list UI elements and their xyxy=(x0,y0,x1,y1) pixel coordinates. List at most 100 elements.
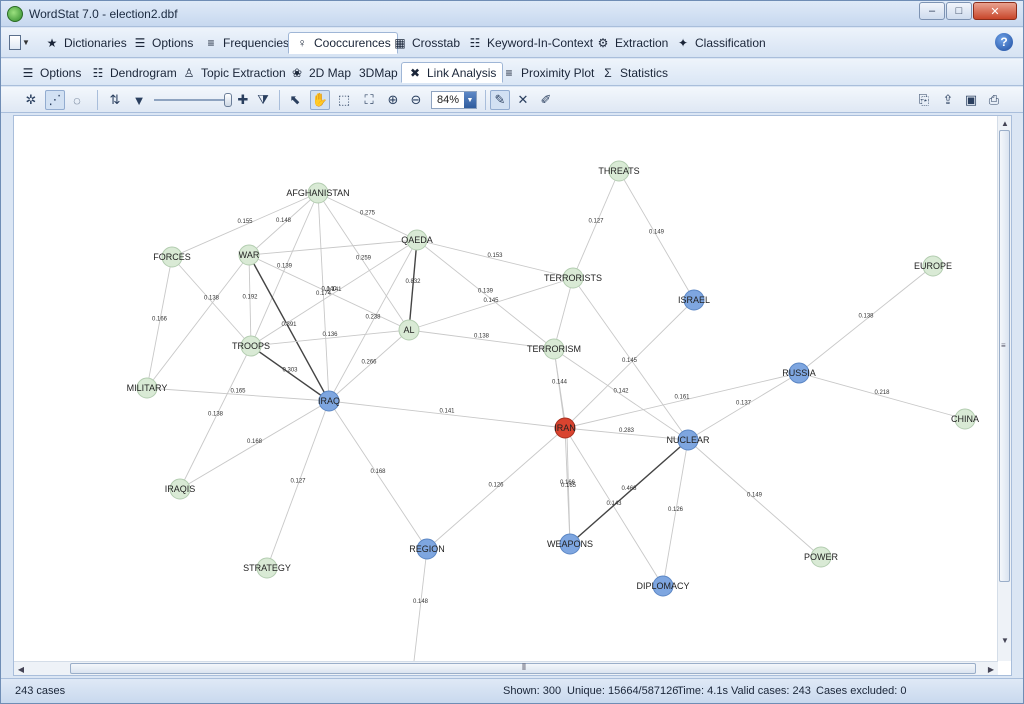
graph-node-china[interactable]: CHINA xyxy=(951,408,979,430)
graph-node-afghanistan[interactable]: AFGHANISTAN xyxy=(286,182,350,204)
node-circle[interactable] xyxy=(398,319,420,341)
graph-node-terrorists[interactable]: TERRORISTS xyxy=(544,267,602,289)
graph-edge[interactable] xyxy=(250,239,418,347)
graph-node-power[interactable]: POWER xyxy=(804,546,839,568)
fit-to-window-icon[interactable]: ⛶ xyxy=(364,92,374,107)
graph-edge[interactable] xyxy=(662,439,689,587)
funnel-icon[interactable]: ⧩ xyxy=(257,92,269,107)
link-analysis-graph[interactable]: 0.2750.1480.1550.1390.1740.2590.3910.192… xyxy=(14,116,998,661)
graph-edge[interactable] xyxy=(250,345,330,402)
zoom-region-icon[interactable]: ⬚ xyxy=(337,92,351,107)
subtab-dendrogram[interactable]: ☷Dendrogram xyxy=(85,62,183,83)
graph-edge[interactable] xyxy=(687,372,800,441)
graph-edge[interactable] xyxy=(798,372,966,420)
node-circle[interactable] xyxy=(406,229,428,251)
graph-edge[interactable] xyxy=(248,192,319,256)
graph-node-weapons[interactable]: WEAPONS xyxy=(547,533,593,555)
graph-node-iran[interactable]: IRAN xyxy=(554,417,576,439)
tab-cooccurences[interactable]: ♀Cooccurences xyxy=(288,32,398,54)
graph-edge[interactable] xyxy=(328,400,428,550)
tab-classification[interactable]: ✦Classification xyxy=(670,32,772,54)
scroll-down-icon[interactable]: ▼ xyxy=(1001,635,1009,645)
zoom-select[interactable]: 84% ▼ xyxy=(431,91,477,109)
node-circle[interactable] xyxy=(136,377,158,399)
save-icon[interactable]: ▣ xyxy=(964,92,978,107)
graph-edge[interactable] xyxy=(250,329,410,347)
help-icon[interactable]: ? xyxy=(995,33,1013,51)
vertical-scroll-thumb[interactable] xyxy=(999,130,1010,582)
tab-extraction[interactable]: ⚙Extraction xyxy=(590,32,674,54)
vertical-scrollbar[interactable]: ▲ ≡ ▼ xyxy=(997,116,1011,661)
layout-network-icon[interactable]: ✲ xyxy=(25,92,37,107)
node-circle[interactable] xyxy=(922,255,944,277)
graph-edge[interactable] xyxy=(250,192,319,347)
graph-edge[interactable] xyxy=(564,372,800,429)
graph-node-region[interactable]: REGION xyxy=(409,538,445,560)
subtab-proximity-plot[interactable]: ≡Proximity Plot xyxy=(496,62,600,83)
graph-edge[interactable] xyxy=(248,239,418,256)
graph-edge[interactable] xyxy=(798,265,934,374)
graph-edge[interactable] xyxy=(317,192,330,402)
node-circle[interactable] xyxy=(238,244,260,266)
plus-icon[interactable]: ✚ xyxy=(237,92,249,107)
graph-node-al[interactable]: AL xyxy=(398,319,420,341)
horizontal-scroll-thumb[interactable] xyxy=(70,663,976,674)
graph-edge[interactable] xyxy=(566,433,571,545)
subtab-topic-extraction[interactable]: ♙Topic Extraction xyxy=(176,62,292,83)
graph-edge[interactable] xyxy=(146,256,173,389)
graph-edge[interactable] xyxy=(553,348,566,423)
node-circle[interactable] xyxy=(240,335,262,357)
subtab-options[interactable]: ☰Options xyxy=(15,62,87,83)
node-circle[interactable] xyxy=(652,575,674,597)
subtab-link-analysis[interactable]: ✖Link Analysis xyxy=(401,62,504,83)
tab-crosstab[interactable]: ▦Crosstab xyxy=(387,32,466,54)
zoom-out-icon[interactable]: ⊖ xyxy=(410,92,422,107)
node-circle[interactable] xyxy=(416,538,438,560)
graph-edge[interactable] xyxy=(317,192,418,241)
threshold-slider-thumb[interactable] xyxy=(224,93,232,107)
graph-node-war[interactable]: WAR xyxy=(238,244,260,266)
graph-edge[interactable] xyxy=(416,239,555,350)
node-circle[interactable] xyxy=(677,429,699,451)
graph-node-iraq[interactable]: IRAQ xyxy=(318,390,340,412)
node-circle[interactable] xyxy=(559,533,581,555)
tab-options[interactable]: ☰Options xyxy=(127,32,199,54)
subtab-2d-map[interactable]: ❀2D Map xyxy=(284,62,357,83)
node-circle[interactable] xyxy=(810,546,832,568)
graph-edge[interactable] xyxy=(248,254,410,331)
horizontal-scrollbar[interactable]: ◀ ⦀ ▶ xyxy=(14,661,998,675)
filter-icon[interactable]: ▼ xyxy=(132,92,146,108)
link-tool-icon[interactable]: ✎ xyxy=(490,90,510,110)
graph-edge[interactable] xyxy=(564,299,695,429)
graph-node-israel[interactable]: ISRAEL xyxy=(678,289,710,311)
graph-edge[interactable] xyxy=(416,239,574,279)
graph-edge[interactable] xyxy=(248,254,252,347)
graph-edge[interactable] xyxy=(618,170,695,301)
graph-edge[interactable] xyxy=(553,348,689,441)
graph-edge[interactable] xyxy=(408,277,574,331)
graph-node-nuclear[interactable]: NUCLEAR xyxy=(666,429,710,451)
graph-edge[interactable] xyxy=(569,439,689,545)
graph-edge[interactable] xyxy=(328,329,410,402)
graph-edge[interactable] xyxy=(171,256,252,347)
graph-edge[interactable] xyxy=(248,254,330,402)
graph-node-military[interactable]: MILITARY xyxy=(127,377,168,399)
file-menu-button[interactable]: ▼ xyxy=(9,32,35,52)
tab-dictionaries[interactable]: ★Dictionaries xyxy=(39,32,133,54)
print-icon[interactable]: ⎙ xyxy=(988,92,1000,107)
node-circle[interactable] xyxy=(554,417,576,439)
graph-edge[interactable] xyxy=(179,345,252,490)
copy-image-icon[interactable]: ⎘ xyxy=(918,92,930,107)
graph-edge[interactable] xyxy=(413,548,428,661)
node-circle[interactable] xyxy=(608,160,630,182)
graph-edge[interactable] xyxy=(328,400,566,429)
graph-edge[interactable] xyxy=(572,170,620,279)
graph-edge[interactable] xyxy=(317,192,410,331)
graph-node-russia[interactable]: RUSSIA xyxy=(782,362,816,384)
graph-node-terrorism[interactable]: TERRORISM xyxy=(527,338,581,360)
graph-node-iraqis[interactable]: IRAQIS xyxy=(165,478,196,500)
chevron-down-icon[interactable]: ▼ xyxy=(464,92,476,108)
node-circle[interactable] xyxy=(161,246,183,268)
graph-edge[interactable] xyxy=(564,427,689,441)
